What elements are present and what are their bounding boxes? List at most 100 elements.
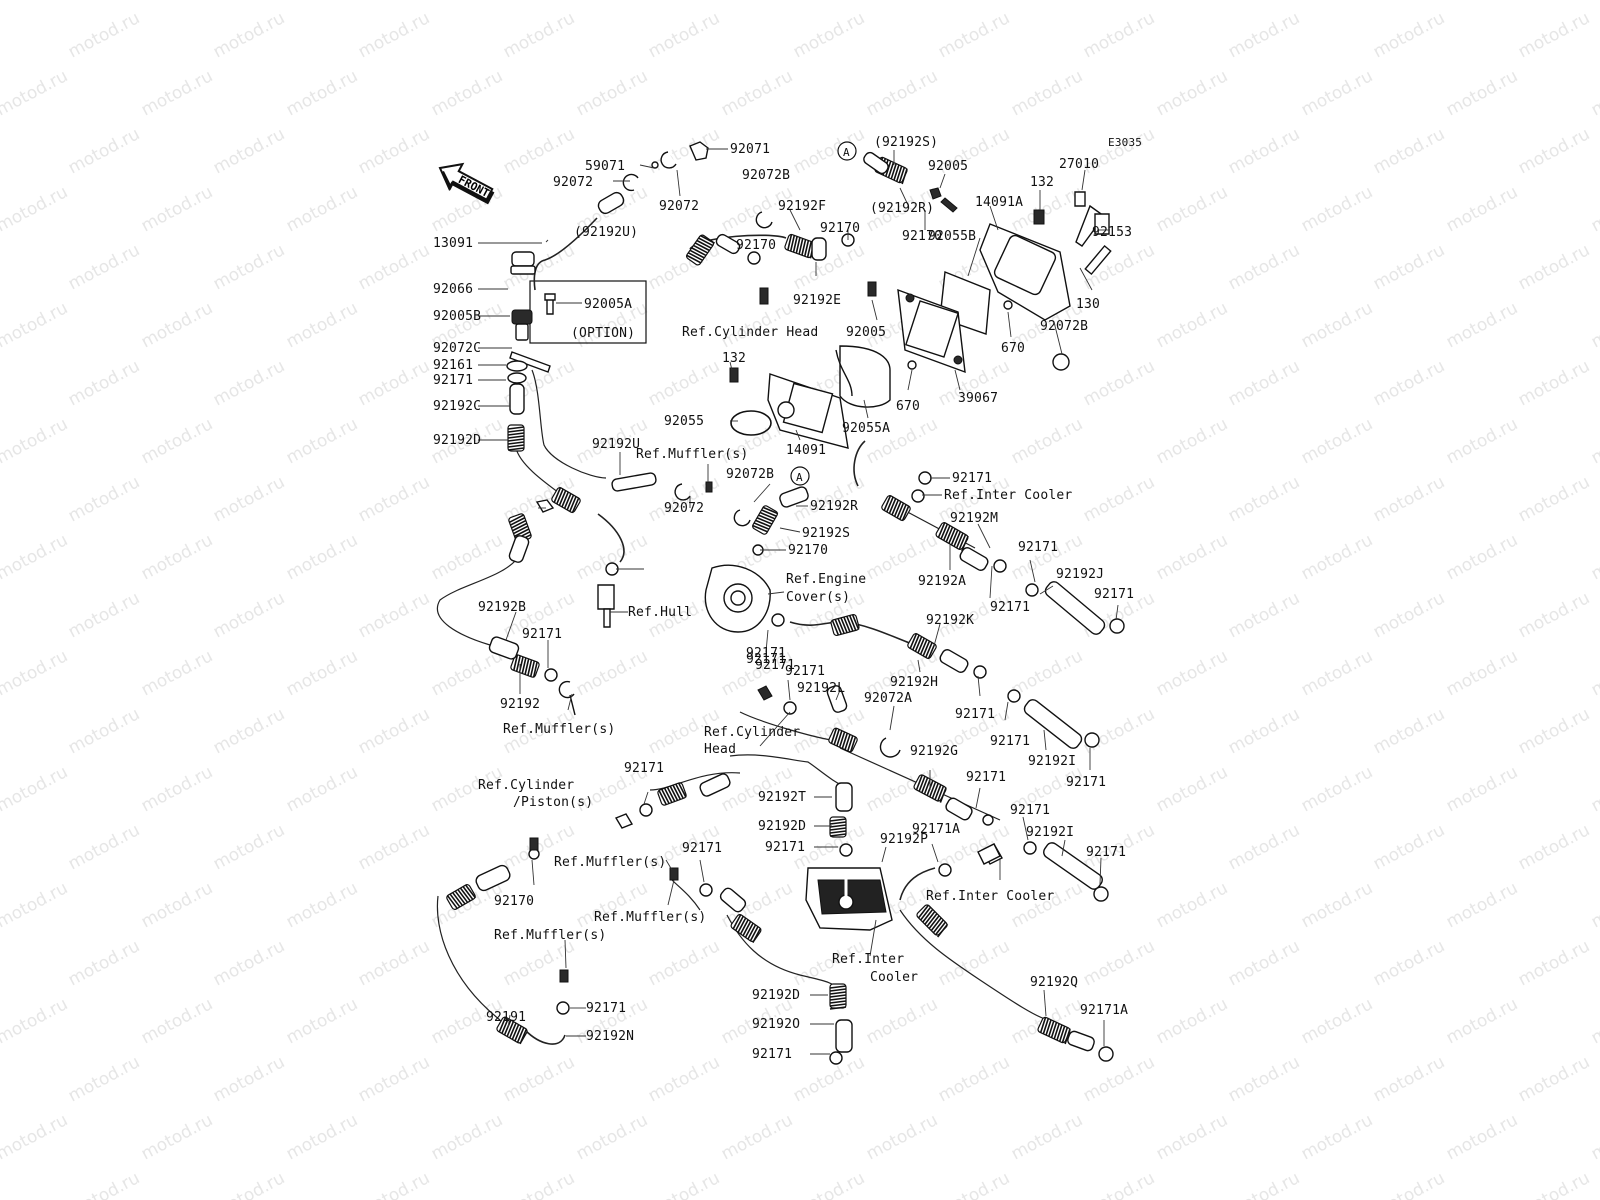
watermark-text: motod.ru (1008, 878, 1086, 932)
spring-coil (784, 233, 816, 259)
part-label: 92072 (664, 501, 704, 516)
part-label: 92192L (797, 681, 845, 696)
watermark-text: motod.ru (1298, 66, 1376, 120)
part-label: 92192N (586, 1029, 634, 1044)
watermark-text: motod.ru (0, 994, 71, 1048)
part-label: 92192Q (1030, 975, 1078, 990)
part-label: 92171 (990, 600, 1030, 615)
watermark-text: motod.ru (1443, 414, 1521, 468)
watermark-text: motod.ru (138, 1110, 216, 1164)
watermark-text: motod.ru (1370, 588, 1448, 642)
part-label: Ref.Hull (628, 605, 692, 620)
part-label: Ref.Inter (832, 952, 904, 967)
watermark-text: motod.ru (645, 356, 723, 410)
option-part-label: 92005A (584, 297, 632, 312)
part-label: Ref.Inter Cooler (944, 488, 1072, 503)
watermark-text: motod.ru (1588, 762, 1600, 816)
spring-coil (496, 1016, 528, 1045)
spring-parts (446, 156, 1071, 1045)
spring-coil (510, 654, 540, 678)
watermark-text: motod.ru (428, 66, 506, 120)
watermark-text: motod.ru (1008, 0, 1086, 4)
watermark-text: motod.ru (1370, 124, 1448, 178)
watermark-text: motod.ru (1225, 1052, 1303, 1106)
watermark-text: motod.ru (1225, 1168, 1303, 1200)
part-label: 14091A (975, 195, 1023, 210)
part-label: Ref.Muffler(s) (494, 928, 606, 943)
watermark-text: motod.ru (573, 0, 651, 4)
watermark-text: motod.ru (1443, 182, 1521, 236)
sleeve-parts (475, 151, 1106, 1053)
watermark-text: motod.ru (355, 124, 433, 178)
watermark-text: motod.ru (790, 1168, 868, 1200)
part-label: 92191 (486, 1010, 526, 1025)
watermark-text: motod.ru (138, 530, 216, 584)
watermark-text: motod.ru (863, 1110, 941, 1164)
spring-coil (752, 505, 779, 535)
watermark-text: motod.ru (935, 8, 1013, 62)
watermark-text: motod.ru (1443, 994, 1521, 1048)
part-label: Ref.Muffler(s) (636, 447, 748, 462)
watermark-text: motod.ru (283, 878, 361, 932)
spring-coil (657, 782, 687, 806)
watermark-text: motod.ru (790, 1052, 868, 1106)
part-label: 92005 (846, 325, 886, 340)
watermark-text: motod.ru (1370, 820, 1448, 874)
watermark-text: motod.ru (1298, 1110, 1376, 1164)
watermark-text: motod.ru (1443, 1110, 1521, 1164)
part-label: 92192B (478, 600, 526, 615)
watermark-text: motod.ru (65, 1168, 143, 1200)
watermark-text: motod.ru (1370, 704, 1448, 758)
part-label: 92192F (778, 199, 826, 214)
part-label: 92192K (926, 613, 974, 628)
watermark-text: motod.ru (428, 530, 506, 584)
part-label: 92161 (433, 358, 473, 373)
part-label: 92072B (742, 168, 790, 183)
part-label: Head (704, 742, 736, 757)
watermark-text: motod.ru (0, 1110, 71, 1164)
watermark-text: motod.ru (283, 298, 361, 352)
watermark-text: motod.ru (1370, 472, 1448, 526)
leader-lines (478, 148, 1119, 1055)
watermark-text: motod.ru (1153, 298, 1231, 352)
part-label: 92066 (433, 282, 473, 297)
watermark-text: motod.ru (355, 588, 433, 642)
watermark-text: motod.ru (283, 0, 361, 4)
watermark-text: motod.ru (283, 646, 361, 700)
part-label: 92192D (752, 988, 800, 1003)
watermark-text: motod.ru (1225, 820, 1303, 874)
part-label: 92192O (752, 1017, 800, 1032)
spring-coil (907, 633, 937, 660)
part-label: 132 (1030, 175, 1054, 190)
watermark-text: motod.ru (283, 994, 361, 1048)
spring-coil (730, 913, 762, 943)
part-label: 92171 (1010, 803, 1050, 818)
watermark-text: motod.ru (1225, 8, 1303, 62)
watermark-text: motod.ru (1153, 66, 1231, 120)
watermark-text: motod.ru (0, 878, 71, 932)
watermark-text: motod.ru (1443, 878, 1521, 932)
part-label: 92192M (950, 511, 998, 526)
watermark-text: motod.ru (1370, 936, 1448, 990)
part-label: 92171 (955, 707, 995, 722)
part-label: 27010 (1059, 157, 1099, 172)
part-label: 92171 (765, 840, 805, 855)
part-label: 92171 (990, 734, 1030, 749)
spring-coil (446, 884, 477, 910)
watermark-text: motod.ru (718, 66, 796, 120)
part-label: 92170 (736, 238, 776, 253)
part-label: Ref.Muffler(s) (503, 722, 615, 737)
watermark-text: motod.ru (1515, 588, 1593, 642)
watermark-text: motod.ru (1298, 0, 1376, 4)
part-label: 92072C (433, 341, 481, 356)
watermark-text: motod.ru (210, 356, 288, 410)
watermark-text: motod.ru (210, 588, 288, 642)
part-label: 92192 (500, 697, 540, 712)
part-label: Cooler (870, 970, 918, 985)
watermark-text: motod.ru (138, 878, 216, 932)
watermark-text: motod.ru (355, 820, 433, 874)
watermark-text: motod.ru (1443, 646, 1521, 700)
part-label: 92171 (522, 627, 562, 642)
marker-a-top: A (837, 141, 857, 161)
watermark-text: motod.ru (1153, 414, 1231, 468)
